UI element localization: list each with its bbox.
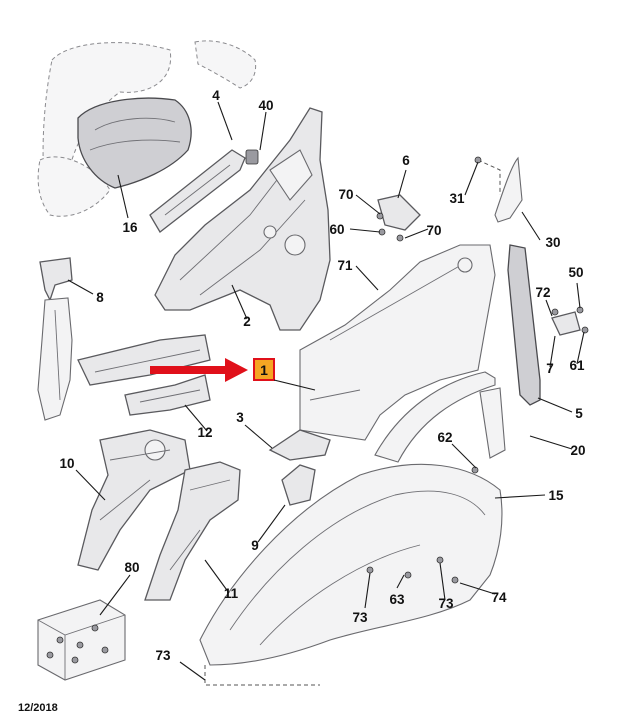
callout-74: 74: [491, 590, 507, 605]
callout-10: 10: [59, 456, 74, 471]
callout-50: 50: [568, 265, 583, 280]
callout-20: 20: [570, 443, 585, 458]
part-40-clip: [245, 149, 259, 165]
callout-71: 71: [337, 258, 353, 273]
callout-72: 72: [535, 285, 550, 300]
leader-lines: [67, 101, 585, 681]
callout-labels: 4 40 16 6 31 70 60 70 30 8 71 50 2 72 7 …: [59, 88, 585, 663]
callout-61: 61: [569, 358, 585, 373]
part-9-bracket: [281, 464, 316, 506]
part-6-bracket: [376, 194, 421, 242]
part-7-bracket: [551, 306, 589, 336]
part-3-bracket: [268, 429, 331, 461]
highlight-label: 1: [260, 362, 268, 378]
part-10-member: [77, 429, 191, 571]
date-code: 12/2018: [18, 702, 58, 714]
highlight-arrow: [150, 358, 248, 382]
callout-6: 6: [402, 153, 410, 168]
callout-40: 40: [258, 98, 273, 113]
part-8-bracket: [37, 257, 73, 421]
callout-70a: 70: [338, 187, 353, 202]
callout-31: 31: [449, 191, 465, 206]
callout-4: 4: [212, 88, 220, 103]
callout-16: 16: [122, 220, 138, 235]
callout-12: 12: [197, 425, 212, 440]
callout-70b: 70: [426, 223, 441, 238]
part-20-trim: [374, 371, 506, 463]
part-30-trim: [474, 156, 523, 223]
part-4-bracket: [149, 149, 246, 233]
callout-7: 7: [546, 361, 554, 376]
part-11-member: [144, 461, 241, 601]
part-5-seal: [507, 244, 541, 406]
callout-9: 9: [251, 538, 259, 553]
part-12-rails: [77, 334, 211, 416]
callout-30: 30: [545, 235, 560, 250]
highlight-callout-1: 1: [253, 358, 316, 391]
callout-11: 11: [224, 586, 239, 601]
part-80-kit: [37, 599, 126, 681]
part-16-liner: [37, 40, 257, 217]
callout-15: 15: [548, 488, 564, 503]
callout-80: 80: [124, 560, 139, 575]
callout-60: 60: [329, 222, 344, 237]
part-1-fender: [299, 244, 496, 441]
part-15-liner: [199, 463, 503, 686]
part-2-apron: [154, 107, 331, 331]
callout-5: 5: [575, 406, 583, 421]
callout-73b: 73: [438, 596, 454, 611]
callout-3: 3: [236, 410, 244, 425]
callout-73c: 73: [155, 648, 171, 663]
callout-63: 63: [389, 592, 405, 607]
callout-73a: 73: [352, 610, 368, 625]
callout-2: 2: [243, 314, 251, 329]
callout-62: 62: [437, 430, 452, 445]
callout-8: 8: [96, 290, 104, 305]
